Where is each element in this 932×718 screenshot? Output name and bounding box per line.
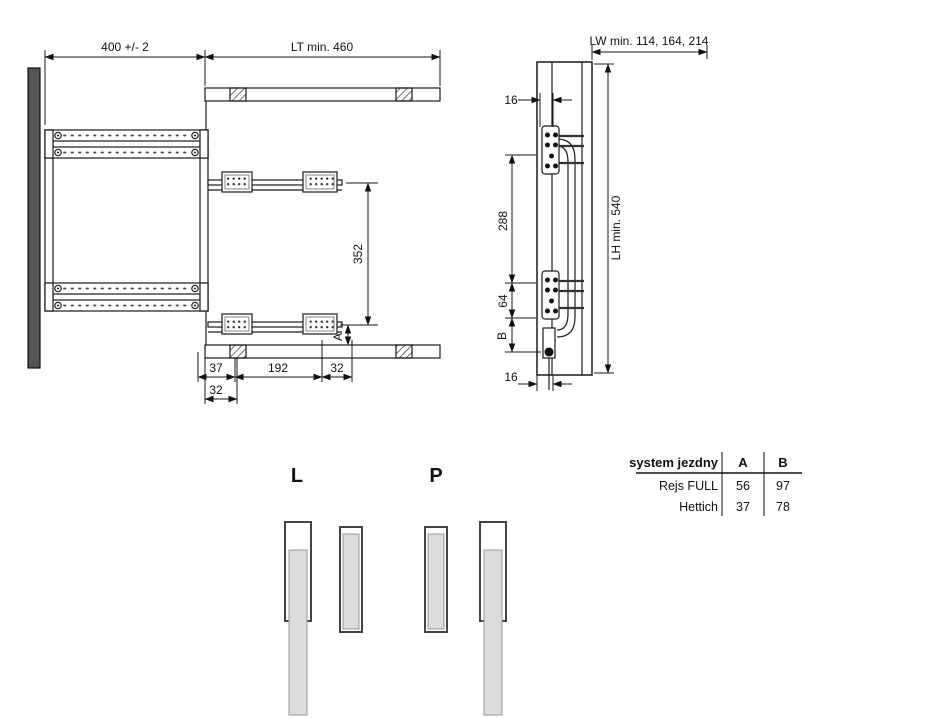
frame-tube: [556, 138, 576, 338]
dim-a: A: [331, 324, 356, 346]
dim-lw: LW min. 114, 164, 214: [590, 34, 709, 60]
table-row-a: 37: [736, 500, 750, 514]
dim-64-label: 64: [496, 294, 510, 308]
dim-lw-label: LW min. 114, 164, 214: [590, 34, 709, 48]
dim-bottom-row2: 32: [204, 358, 238, 404]
dim-64: 64: [496, 282, 536, 319]
variant-p: [424, 521, 507, 716]
table-header-a: A: [738, 455, 748, 470]
bottom-guide: [542, 327, 556, 390]
pullout-frame: [44, 129, 209, 312]
mounting-plate-upper: [541, 125, 560, 175]
table-row: Rejs FULL 56 97: [659, 479, 790, 493]
table-row-name: Rejs FULL: [659, 479, 718, 493]
dim-352-label: 352: [351, 244, 365, 264]
drawer-slide-upper: [207, 171, 343, 193]
dim-lh: LH min. 540: [594, 63, 623, 374]
table-row-name: Hettich: [679, 500, 718, 514]
dim-b-label: B: [495, 332, 509, 340]
dim-width-400: 400 +/- 2: [44, 40, 206, 125]
table-row-b: 97: [776, 479, 790, 493]
table-header-b: B: [778, 455, 787, 470]
side-panel: [536, 61, 593, 376]
dim-288: 288: [496, 154, 536, 284]
l-pullout-panel: [288, 549, 308, 716]
dim-b: B: [495, 317, 541, 353]
dim-16-bottom: 16: [504, 370, 572, 391]
dim-a-label: A: [331, 333, 345, 341]
dim-width-label: 400 +/- 2: [101, 40, 149, 54]
cabinet-top-panel: [204, 87, 441, 102]
dim-16-top-label: 16: [504, 93, 518, 107]
drawer-slide-lower: [207, 313, 343, 335]
dim-288-label: 288: [496, 211, 510, 231]
orientation-diagrams: L P: [284, 465, 507, 716]
orientation-right-label: P: [429, 465, 442, 487]
dim-16-top: 16: [504, 93, 572, 127]
orientation-left-label: L: [291, 465, 303, 487]
dim-32-label: 32: [330, 361, 344, 375]
table-row-b: 78: [776, 500, 790, 514]
dim-depth-label: LT min. 460: [291, 40, 354, 54]
dim-192-label: 192: [268, 361, 288, 375]
dim-32-offset-label: 32: [209, 383, 223, 397]
table-row: Hettich 37 78: [679, 500, 790, 514]
variant-l: [284, 521, 363, 716]
dim-lh-label: LH min. 540: [609, 195, 623, 260]
side-view: LW min. 114, 164, 214 16 288 64 B: [495, 34, 709, 391]
table-row-a: 56: [736, 479, 750, 493]
mounting-screws: [559, 134, 584, 310]
mounting-plate-lower: [541, 270, 560, 320]
table-header-system: system jezdny: [629, 455, 719, 470]
p-pullout-panel: [483, 549, 503, 716]
spec-table: system jezdny A B Rejs FULL 56 97 Hettic…: [629, 452, 802, 516]
cabinet-side-wall: [27, 67, 41, 369]
dim-37-label: 37: [209, 361, 223, 375]
dim-bottom-row1: 37 192 32: [197, 340, 353, 382]
dim-16-bottom-label: 16: [504, 370, 518, 384]
dim-depth-lt: LT min. 460: [204, 40, 441, 86]
front-view: 400 +/- 2 LT min. 460 352 A: [27, 40, 441, 404]
dim-352: 352: [346, 182, 378, 326]
